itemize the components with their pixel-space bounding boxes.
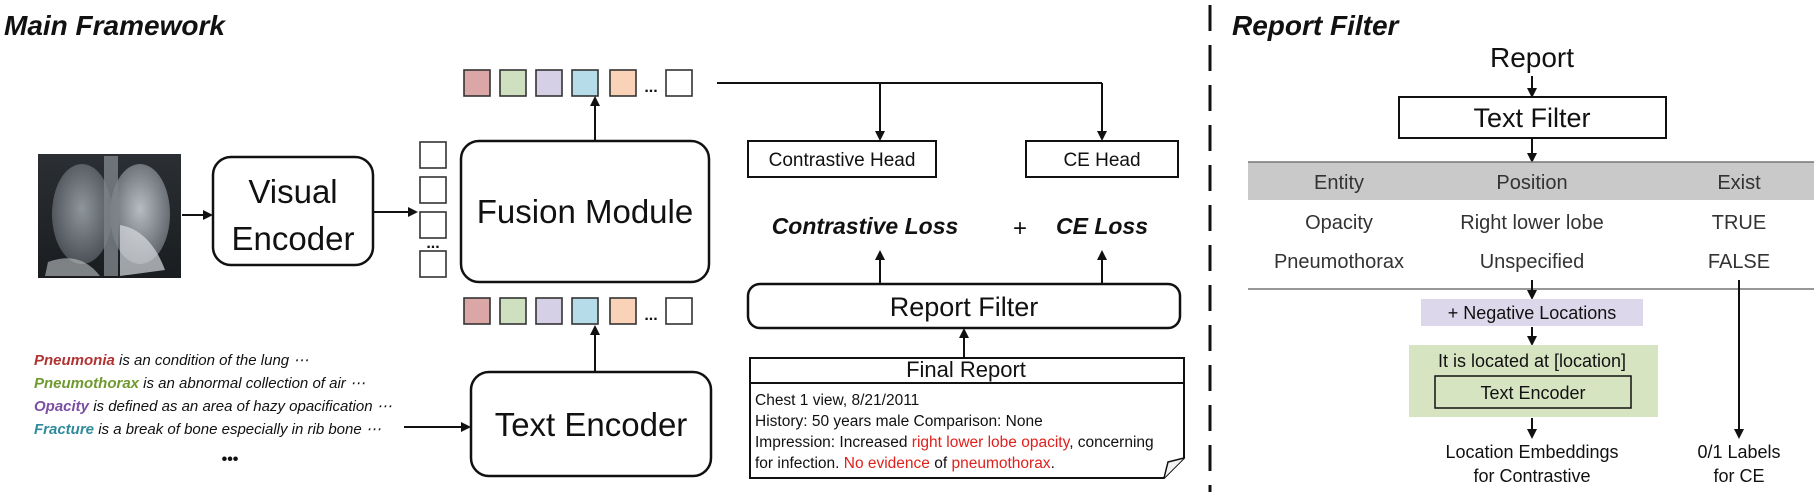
text-token-3 bbox=[535, 297, 563, 325]
fusion-token-1 bbox=[463, 69, 491, 97]
fusion-token-ellipsis: ... bbox=[644, 79, 657, 96]
table-cell-entity-2: Pneumothorax bbox=[1274, 251, 1404, 273]
text-token-ellipsis: ... bbox=[644, 307, 657, 324]
fusion-module-label: Fusion Module bbox=[477, 193, 693, 230]
final-report-line-3: Impression: Increased right lower lobe o… bbox=[755, 434, 1154, 451]
fusion-token-4 bbox=[571, 69, 599, 97]
final-report-title: Final Report bbox=[906, 357, 1026, 382]
visual-encoder-label-2: Encoder bbox=[232, 220, 355, 257]
table-cell-exist-1: TRUE bbox=[1712, 212, 1766, 234]
fusion-token-6 bbox=[665, 69, 693, 97]
text-filter-label: Text Filter bbox=[1473, 103, 1590, 133]
right-text-encoder-label: Text Encoder bbox=[1480, 383, 1585, 403]
term-pneumonia: Pneumonia bbox=[34, 352, 115, 369]
main-connectors bbox=[182, 82, 1107, 432]
final-report-line-1: Chest 1 view, 8/21/2011 bbox=[755, 392, 919, 409]
text-token-4 bbox=[571, 297, 599, 325]
table-header-entity: Entity bbox=[1314, 172, 1364, 194]
labels-line-1: 0/1 Labels bbox=[1697, 442, 1780, 462]
table-header-position: Position bbox=[1496, 172, 1567, 194]
fusion-output-tokens: ... bbox=[463, 69, 693, 97]
term-pneumothorax: Pneumothorax bbox=[34, 375, 140, 392]
location-embeddings-line-2: for Contrastive bbox=[1473, 466, 1590, 486]
description-opacity: Opacity is defined as an area of hazy op… bbox=[34, 398, 392, 415]
labels-line-2: for CE bbox=[1713, 466, 1764, 486]
svg-text:...: ... bbox=[426, 235, 439, 252]
fusion-token-5 bbox=[609, 69, 637, 97]
term-fracture: Fracture bbox=[34, 421, 94, 438]
right-text-encoder-box bbox=[1434, 375, 1632, 409]
table-cell-position-1: Right lower lobe bbox=[1460, 212, 1603, 234]
final-report-line-4: for infection. No evidence of pneumothor… bbox=[755, 455, 1055, 472]
negative-locations-box bbox=[1421, 299, 1643, 326]
report-filter-title: Report Filter bbox=[1232, 10, 1401, 41]
text-encoder-box bbox=[469, 370, 713, 478]
fusion-token-2 bbox=[499, 69, 527, 97]
finding-right-lower-lobe-opacity: right lower lobe opacity bbox=[912, 434, 1071, 451]
text-encoder-label: Text Encoder bbox=[495, 406, 688, 443]
contrastive-loss-label: Contrastive Loss bbox=[772, 213, 959, 239]
text-token-6 bbox=[665, 297, 693, 325]
description-fracture: Fracture is a break of bone especially i… bbox=[34, 421, 381, 438]
disease-descriptions: Pneumonia is an condition of the lung ⋯ … bbox=[34, 352, 392, 468]
plus-sign: + bbox=[1013, 215, 1027, 242]
table-header-exist: Exist bbox=[1717, 172, 1761, 194]
description-ellipsis: ••• bbox=[222, 451, 239, 468]
text-token-1 bbox=[463, 297, 491, 325]
ce-loss-label: CE Loss bbox=[1056, 213, 1148, 239]
description-pneumothorax: Pneumothorax is an abnormal collection o… bbox=[34, 375, 365, 392]
chest-xray-image bbox=[38, 154, 181, 278]
location-embeddings-line-1: Location Embeddings bbox=[1445, 442, 1618, 462]
contrastive-head-box bbox=[747, 140, 937, 178]
report-filter-label: Report Filter bbox=[890, 292, 1039, 322]
negative-locations-label: + Negative Locations bbox=[1448, 303, 1617, 323]
ce-head-label: CE Head bbox=[1063, 150, 1140, 171]
finding-pneumothorax: pneumothorax bbox=[951, 455, 1050, 472]
contrastive-head-label: Contrastive Head bbox=[769, 150, 916, 171]
final-report-note: Final Report Chest 1 view, 8/21/2011 His… bbox=[749, 357, 1185, 479]
text-token-5 bbox=[609, 297, 637, 325]
text-tokens: ... bbox=[463, 297, 693, 325]
table-cell-position-2: Unspecified bbox=[1480, 251, 1585, 273]
table-cell-entity-1: Opacity bbox=[1305, 212, 1373, 234]
fusion-module-box bbox=[459, 139, 711, 284]
visual-encoder-box bbox=[211, 155, 375, 267]
main-framework-title: Main Framework bbox=[4, 10, 226, 41]
text-token-2 bbox=[499, 297, 527, 325]
term-opacity: Opacity bbox=[34, 398, 90, 415]
fusion-token-3 bbox=[535, 69, 563, 97]
table-header-row bbox=[1248, 162, 1814, 200]
table-cell-exist-2: FALSE bbox=[1708, 251, 1770, 273]
final-report-line-2: History: 50 years male Comparison: None bbox=[755, 413, 1043, 430]
report-label: Report bbox=[1490, 42, 1574, 73]
prompt-template: It is located at [location] bbox=[1438, 351, 1626, 371]
ce-head-box bbox=[1025, 140, 1179, 178]
entity-table: Entity Position Exist Opacity Right lowe… bbox=[1248, 161, 1814, 290]
visual-tokens: ... bbox=[419, 141, 447, 278]
visual-encoder-label-1: Visual bbox=[248, 173, 337, 210]
description-pneumonia: Pneumonia is an condition of the lung ⋯ bbox=[34, 352, 308, 369]
text-filter-box bbox=[1398, 96, 1667, 139]
